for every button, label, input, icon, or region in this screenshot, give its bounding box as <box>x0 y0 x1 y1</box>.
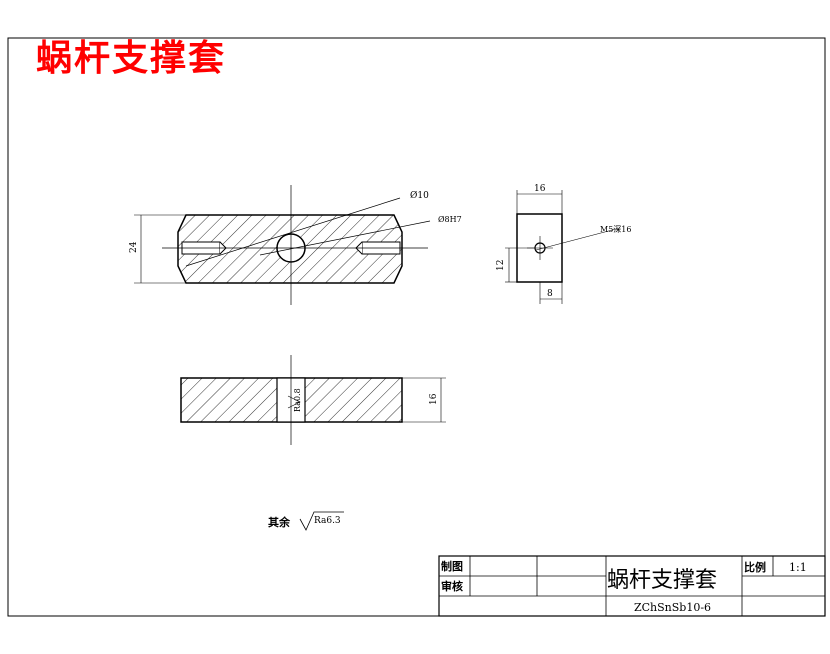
title-block-frame <box>438 555 826 617</box>
side-thread-leader <box>535 227 621 251</box>
title-block-scale-label: 比例 <box>744 560 766 574</box>
title-block-part-name: 蜗杆支撑套 <box>607 568 717 593</box>
front-leader-2 <box>259 220 431 256</box>
front-dim-hole-text: Ø10 <box>410 190 429 201</box>
title-block-drawn-label: 制图 <box>441 559 463 573</box>
front-view: 24 Ø10 Ø8H7 <box>129 185 462 305</box>
side-dim-hole-offset-text: 8 <box>547 289 553 299</box>
side-view: 16 M5深16 12 8 <box>496 184 631 304</box>
other-roughness-label: 其余 <box>268 515 291 529</box>
title-block-material: ZChSnSb10-6 <box>634 601 711 614</box>
title-block-checked-label: 审核 <box>441 579 463 593</box>
other-roughness-value: Ra6.3 <box>314 516 341 526</box>
side-dim-hole-height-text: 12 <box>496 260 506 271</box>
front-leader-1 <box>185 197 401 267</box>
front-dim-bore-text: Ø8H7 <box>438 215 462 224</box>
roughness-symbol-icon <box>299 511 344 531</box>
top-dim-thickness-text: 16 <box>429 393 439 405</box>
side-dim-width-text: 16 <box>534 184 546 194</box>
top-bore-roughness-symbol <box>287 395 301 409</box>
title-block: 制图 审核 蜗杆支撑套 比例 1:1 ZChSnSb10-6 <box>438 555 826 617</box>
title-block-scale-value: 1:1 <box>789 561 807 574</box>
drawing-title-red: 蜗杆支撑套 <box>36 37 227 79</box>
side-dim-thread-text: M5深16 <box>600 225 631 234</box>
other-roughness-note: 其余 Ra6.3 <box>268 511 344 531</box>
drawing-frame <box>7 37 826 617</box>
top-view: Ra0.8 16 <box>180 355 446 445</box>
front-dim-height-text: 24 <box>129 241 139 253</box>
top-bore-roughness-text: Ra0.8 <box>293 388 302 412</box>
